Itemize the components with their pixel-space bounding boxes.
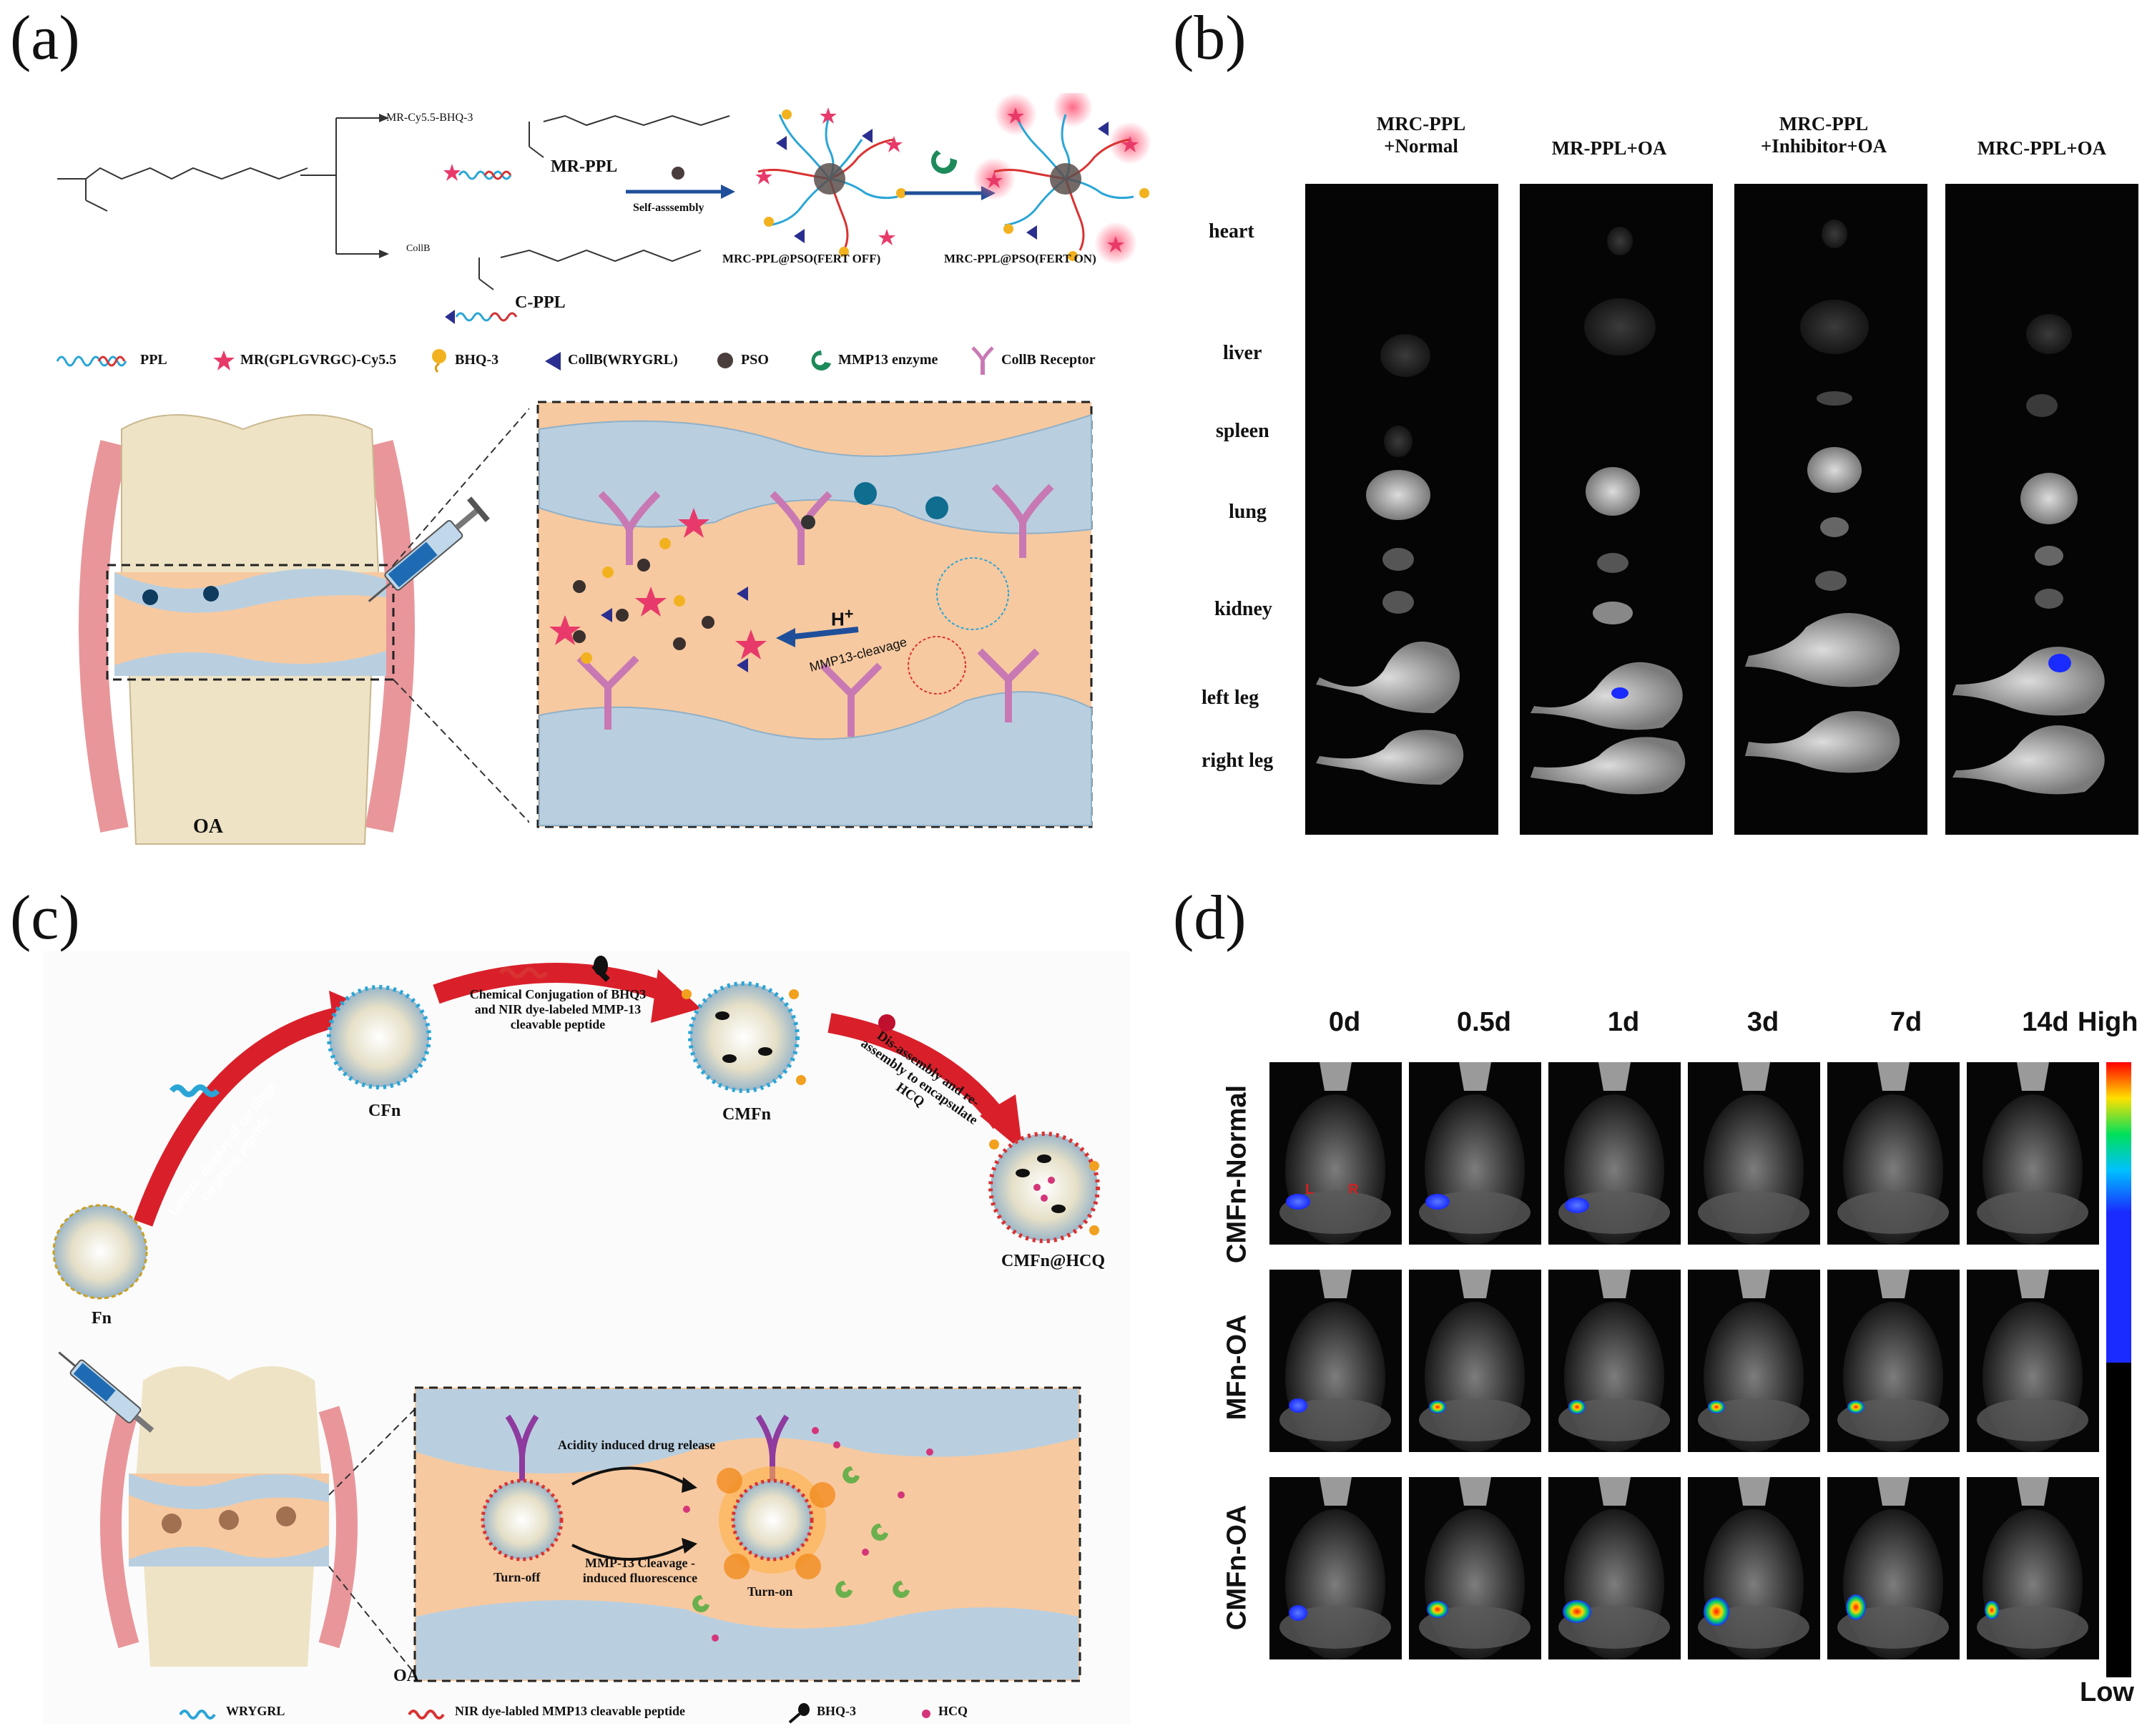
knee-joint-illustration [79,407,529,845]
h-plus-sup: + [844,604,854,622]
legend-bhq3-c: BHQ-3 [817,1704,857,1718]
scale-low: Low [2080,1677,2134,1707]
self-assembly-arrow [626,167,735,199]
panel-label-c: (c) [10,883,80,953]
receptor-icon [971,346,994,375]
organ-fluorescence-strips [1305,184,2138,835]
d-time-7d: 7d [1890,1007,1922,1037]
arrow2-label: Chemical Conjugation of BHQ3 and NIR dye… [469,987,647,1031]
panel-d: 0d 0.5d 1d 3d 7d 14d High Low CMFn-Norma… [1173,887,2152,1736]
panel-label-b: (b) [1173,4,1247,73]
b-row-heart: heart [1209,220,1254,242]
pso-dot-icon [717,353,733,368]
fn-label: Fn [92,1309,112,1328]
b-row-right-leg: right leg [1202,750,1274,772]
legend-mr: MR(GPLGVRGC)-Cy5.5 [240,352,397,368]
cmfn-label: CMFn [722,1105,771,1124]
cfn-label: CFn [368,1102,401,1120]
legend-hcq: HCQ [938,1704,968,1718]
b-row-lung: lung [1229,501,1267,523]
syringe-icon [368,496,490,602]
scale-high: High [2078,1007,2138,1037]
legend-mmp13: MMP13 enzyme [838,352,938,368]
oa-label-a: OA [193,815,223,838]
d-group-cmfn-normal: CMFn-Normal [1222,1084,1252,1264]
ppl-wavy-icon [56,355,127,367]
cmfn-scheme [52,956,1100,1682]
panel-label-d: (d) [1173,883,1247,953]
micelle-fert-off [755,107,906,257]
legend-pso: PSO [741,352,769,368]
mr-ppl-icon [443,164,512,181]
bhq3-icon [432,349,446,373]
mr-ppl-label: MR-PPL [551,157,618,176]
oa-label-c: OA [393,1667,419,1685]
leg-r-label: R [1348,1182,1359,1197]
fert-on-label: MRC-PPL@PSO(FERT ON) [944,252,1096,265]
c-ppl-icon [445,310,518,324]
legend-nir: NIR dye-labled MMP13 cleavable peptide [455,1704,685,1718]
chem-bottom-label: CollB [406,243,431,254]
b-col-label-3: MRC-PPL +Inhibitor+OA [1760,113,1887,157]
legend-bhq3: BHQ-3 [455,352,499,368]
self-assembly-label: Self-asssembly [633,202,704,214]
b-row-liver: liver [1223,342,1262,364]
wrygrl-icon [179,1710,216,1720]
panel-label-a: (a) [10,4,80,73]
mouse-imaging-grid [1269,1062,2131,1677]
chem-top-label: MR-Cy5.5-BHQ-3 [386,112,473,124]
b-row-kidney: kidney [1214,598,1272,620]
joint-zoom-inset [536,401,1093,828]
bhq3-c-icon [788,1703,810,1724]
chemical-scheme [57,114,730,290]
d-time-3d: 3d [1746,1007,1779,1037]
hcq-icon [922,1710,930,1718]
fert-off-label: MRC-PPL@PSO(FERT OFF) [722,252,881,265]
acidity-label: Acidity induced drug release [557,1438,716,1452]
b-row-left-leg: left leg [1202,687,1259,709]
leg-l-label: L [1305,1182,1315,1197]
triangle-icon [545,352,561,371]
d-time-0d: 0d [1328,1007,1361,1037]
panel-c: Fn CFn CMFn CMFn@HCQ Genetic display of … [43,951,1130,1724]
h-plus-label: H+ [831,604,853,631]
legend-wrygrl: WRYGRL [226,1704,285,1718]
turn-off-label: Turn-off [493,1570,541,1584]
legend-receptor: CollB Receptor [1001,352,1096,368]
d-group-cmfn-oa: CMFn-OA [1222,1504,1252,1631]
micelle-fert-on [973,93,1151,265]
legend-ppl: PPL [140,352,167,368]
mmp13-enzyme-icon [811,350,831,371]
c-ppl-label: C-PPL [515,293,566,312]
b-col-label-1: MRC-PPL +Normal [1376,113,1466,157]
legend-collb: CollB(WRYGRL) [568,352,678,368]
d-group-mfn-oa: MFn-OA [1222,1314,1252,1421]
nir-peptide-icon [408,1710,445,1720]
d-time-05d: 0.5d [1456,1007,1512,1037]
b-col-label-2: MR-PPL+OA [1551,137,1667,159]
turn-on-label: Turn-on [747,1584,793,1599]
b-row-spleen: spleen [1216,420,1269,442]
b-col-label-4: MRC-PPL+OA [1977,137,2107,159]
h-plus-text: H [831,608,845,630]
d-time-14d: 14d [2022,1007,2069,1037]
cmfn-hcq-label: CMFn@HCQ [1001,1252,1105,1270]
panel-b: MRC-PPL +Normal MR-PPL+OA MRC-PPL +Inhib… [1173,0,2152,858]
d-time-1d: 1d [1607,1007,1640,1037]
star-icon [213,350,235,371]
panel-a: MR-Cy5.5-BHQ-3 CollB MR-PPL C-PPL Self-a… [0,0,1151,858]
mmp13-cleavage-c-label: MMP-13 Cleavage -induced fluorescence [582,1556,698,1585]
